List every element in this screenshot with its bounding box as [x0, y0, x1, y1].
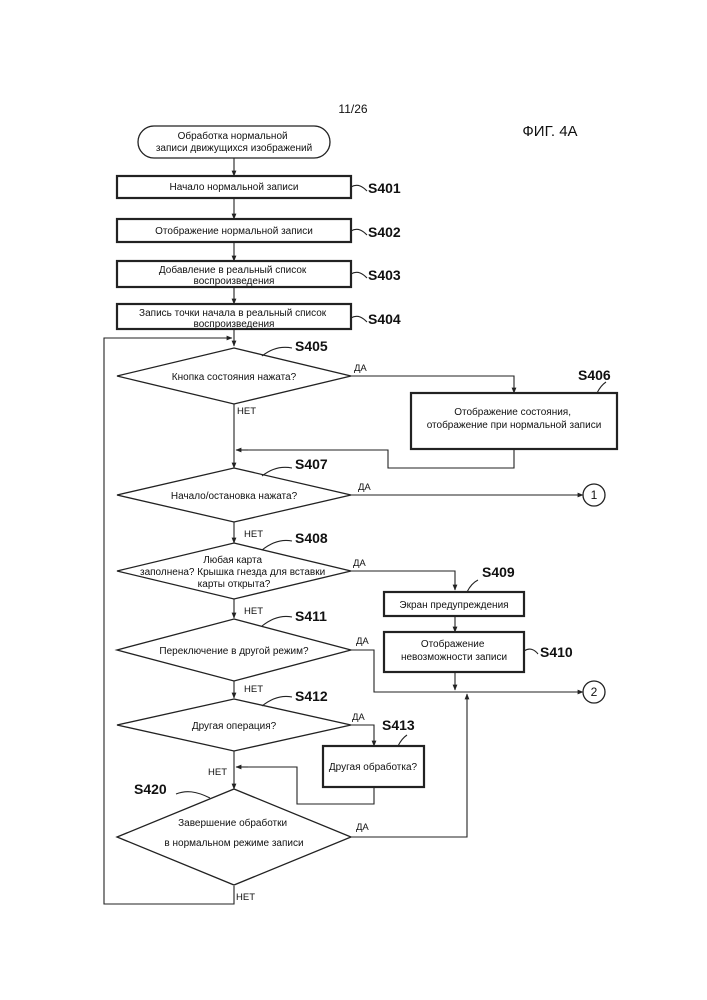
step-s410-label: S410 — [540, 644, 573, 660]
decision-s411-text: Переключение в другой режим? — [159, 646, 309, 657]
step-s409-text: Экран предупреждения — [399, 600, 508, 611]
step-s402: Отображение нормальной записи S402 — [117, 219, 401, 242]
decision-s405-label: S405 — [295, 338, 328, 354]
decision-s412-text: Другая операция? — [192, 721, 277, 732]
step-s401-label: S401 — [368, 180, 401, 196]
s420-yes: ДА — [356, 822, 369, 833]
decision-s420: Завершение обработки в нормальном режиме… — [117, 781, 351, 885]
step-s409-label: S409 — [482, 564, 515, 580]
decision-s420-label: S420 — [134, 781, 167, 797]
s412-no: НЕТ — [208, 767, 227, 778]
decision-s411: Переключение в другой режим? S411 — [117, 608, 351, 681]
step-s401-text: Начало нормальной записи — [170, 182, 299, 193]
s408-no: НЕТ — [244, 606, 263, 617]
step-s401: Начало нормальной записи S401 — [117, 176, 401, 198]
s412-yes: ДА — [352, 712, 365, 723]
step-s404: Запись точки начала в реальный список во… — [117, 304, 401, 330]
decision-s405: Кнопка состояния нажата? S405 — [117, 338, 351, 404]
connector-1-label: 1 — [591, 488, 598, 502]
s407-no: НЕТ — [244, 529, 263, 540]
connector-1: 1 — [583, 484, 605, 506]
s405-yes: ДА — [354, 363, 367, 374]
step-s413-label: S413 — [382, 717, 415, 733]
s407-yes: ДА — [358, 482, 371, 493]
decision-s407-text: Начало/остановка нажата? — [171, 491, 298, 502]
connector-2: 2 — [583, 681, 605, 703]
step-s409: Экран предупреждения S409 — [384, 564, 524, 616]
s420-no: НЕТ — [236, 892, 255, 903]
decision-s405-text: Кнопка состояния нажата? — [172, 372, 297, 383]
s405-no: НЕТ — [237, 406, 256, 417]
step-s413-text: Другая обработка? — [329, 761, 418, 773]
s408-yes: ДА — [353, 558, 366, 569]
decision-s407-label: S407 — [295, 456, 328, 472]
step-s404-label: S404 — [368, 311, 401, 327]
s411-yes: ДА — [356, 636, 369, 647]
s411-no: НЕТ — [244, 684, 263, 695]
decision-s408-label: S408 — [295, 530, 328, 546]
start-terminator: Обработка нормальной записи движущихся и… — [138, 126, 330, 158]
step-s403-label: S403 — [368, 267, 401, 283]
step-s410: Отображение невозможности записи S410 — [384, 632, 573, 672]
step-s402-label: S402 — [368, 224, 401, 240]
page-number: 11/26 — [338, 102, 367, 116]
decision-s411-label: S411 — [295, 608, 327, 624]
figure-label: ФИГ. 4А — [522, 123, 577, 140]
step-s403: Добавление в реальный список воспроизвед… — [117, 261, 401, 287]
connector-2-label: 2 — [591, 685, 598, 699]
step-s406-label: S406 — [578, 367, 611, 383]
decision-s412-label: S412 — [295, 688, 328, 704]
step-s402-text: Отображение нормальной записи — [155, 225, 313, 237]
